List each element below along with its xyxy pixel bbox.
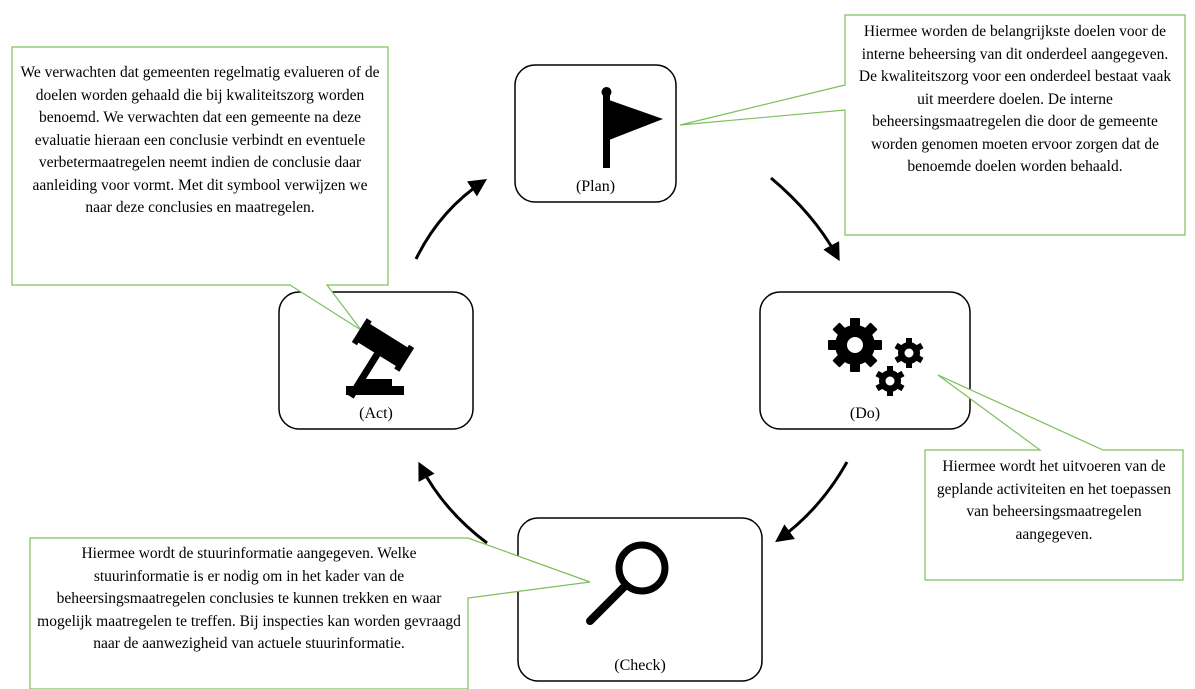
gavel-icon <box>346 318 415 399</box>
act-callout-shape <box>11 46 389 331</box>
arrow-check-to-act <box>418 461 488 545</box>
arrow-plan-to-do <box>770 176 840 262</box>
arrow-act-to-plan <box>414 179 488 260</box>
plan-box <box>514 64 677 203</box>
arrow-do-to-check <box>775 461 849 543</box>
plan-callout-shape <box>679 14 1186 236</box>
do-label: (Do) <box>849 405 881 422</box>
gears-icon <box>828 318 924 396</box>
act-label: (Act) <box>359 405 393 422</box>
flag-icon <box>601 87 663 168</box>
check-label: (Check) <box>614 657 666 674</box>
check-callout-text: Hiermee wordt de stuurinformatie aangege… <box>37 545 461 652</box>
plan-label: (Plan) <box>575 178 616 195</box>
act-callout-text: We verwachten dat gemeenten regelmatig e… <box>20 64 380 216</box>
plan-callout-text: Hiermee worden de belangrijkste doelen v… <box>858 23 1172 175</box>
do-callout-shape <box>924 374 1184 581</box>
do-callout-text: Hiermee wordt het uitvoeren van de gepla… <box>936 458 1172 543</box>
magnifier-icon <box>586 541 669 625</box>
check-box <box>517 517 763 682</box>
check-callout-shape <box>29 537 591 689</box>
